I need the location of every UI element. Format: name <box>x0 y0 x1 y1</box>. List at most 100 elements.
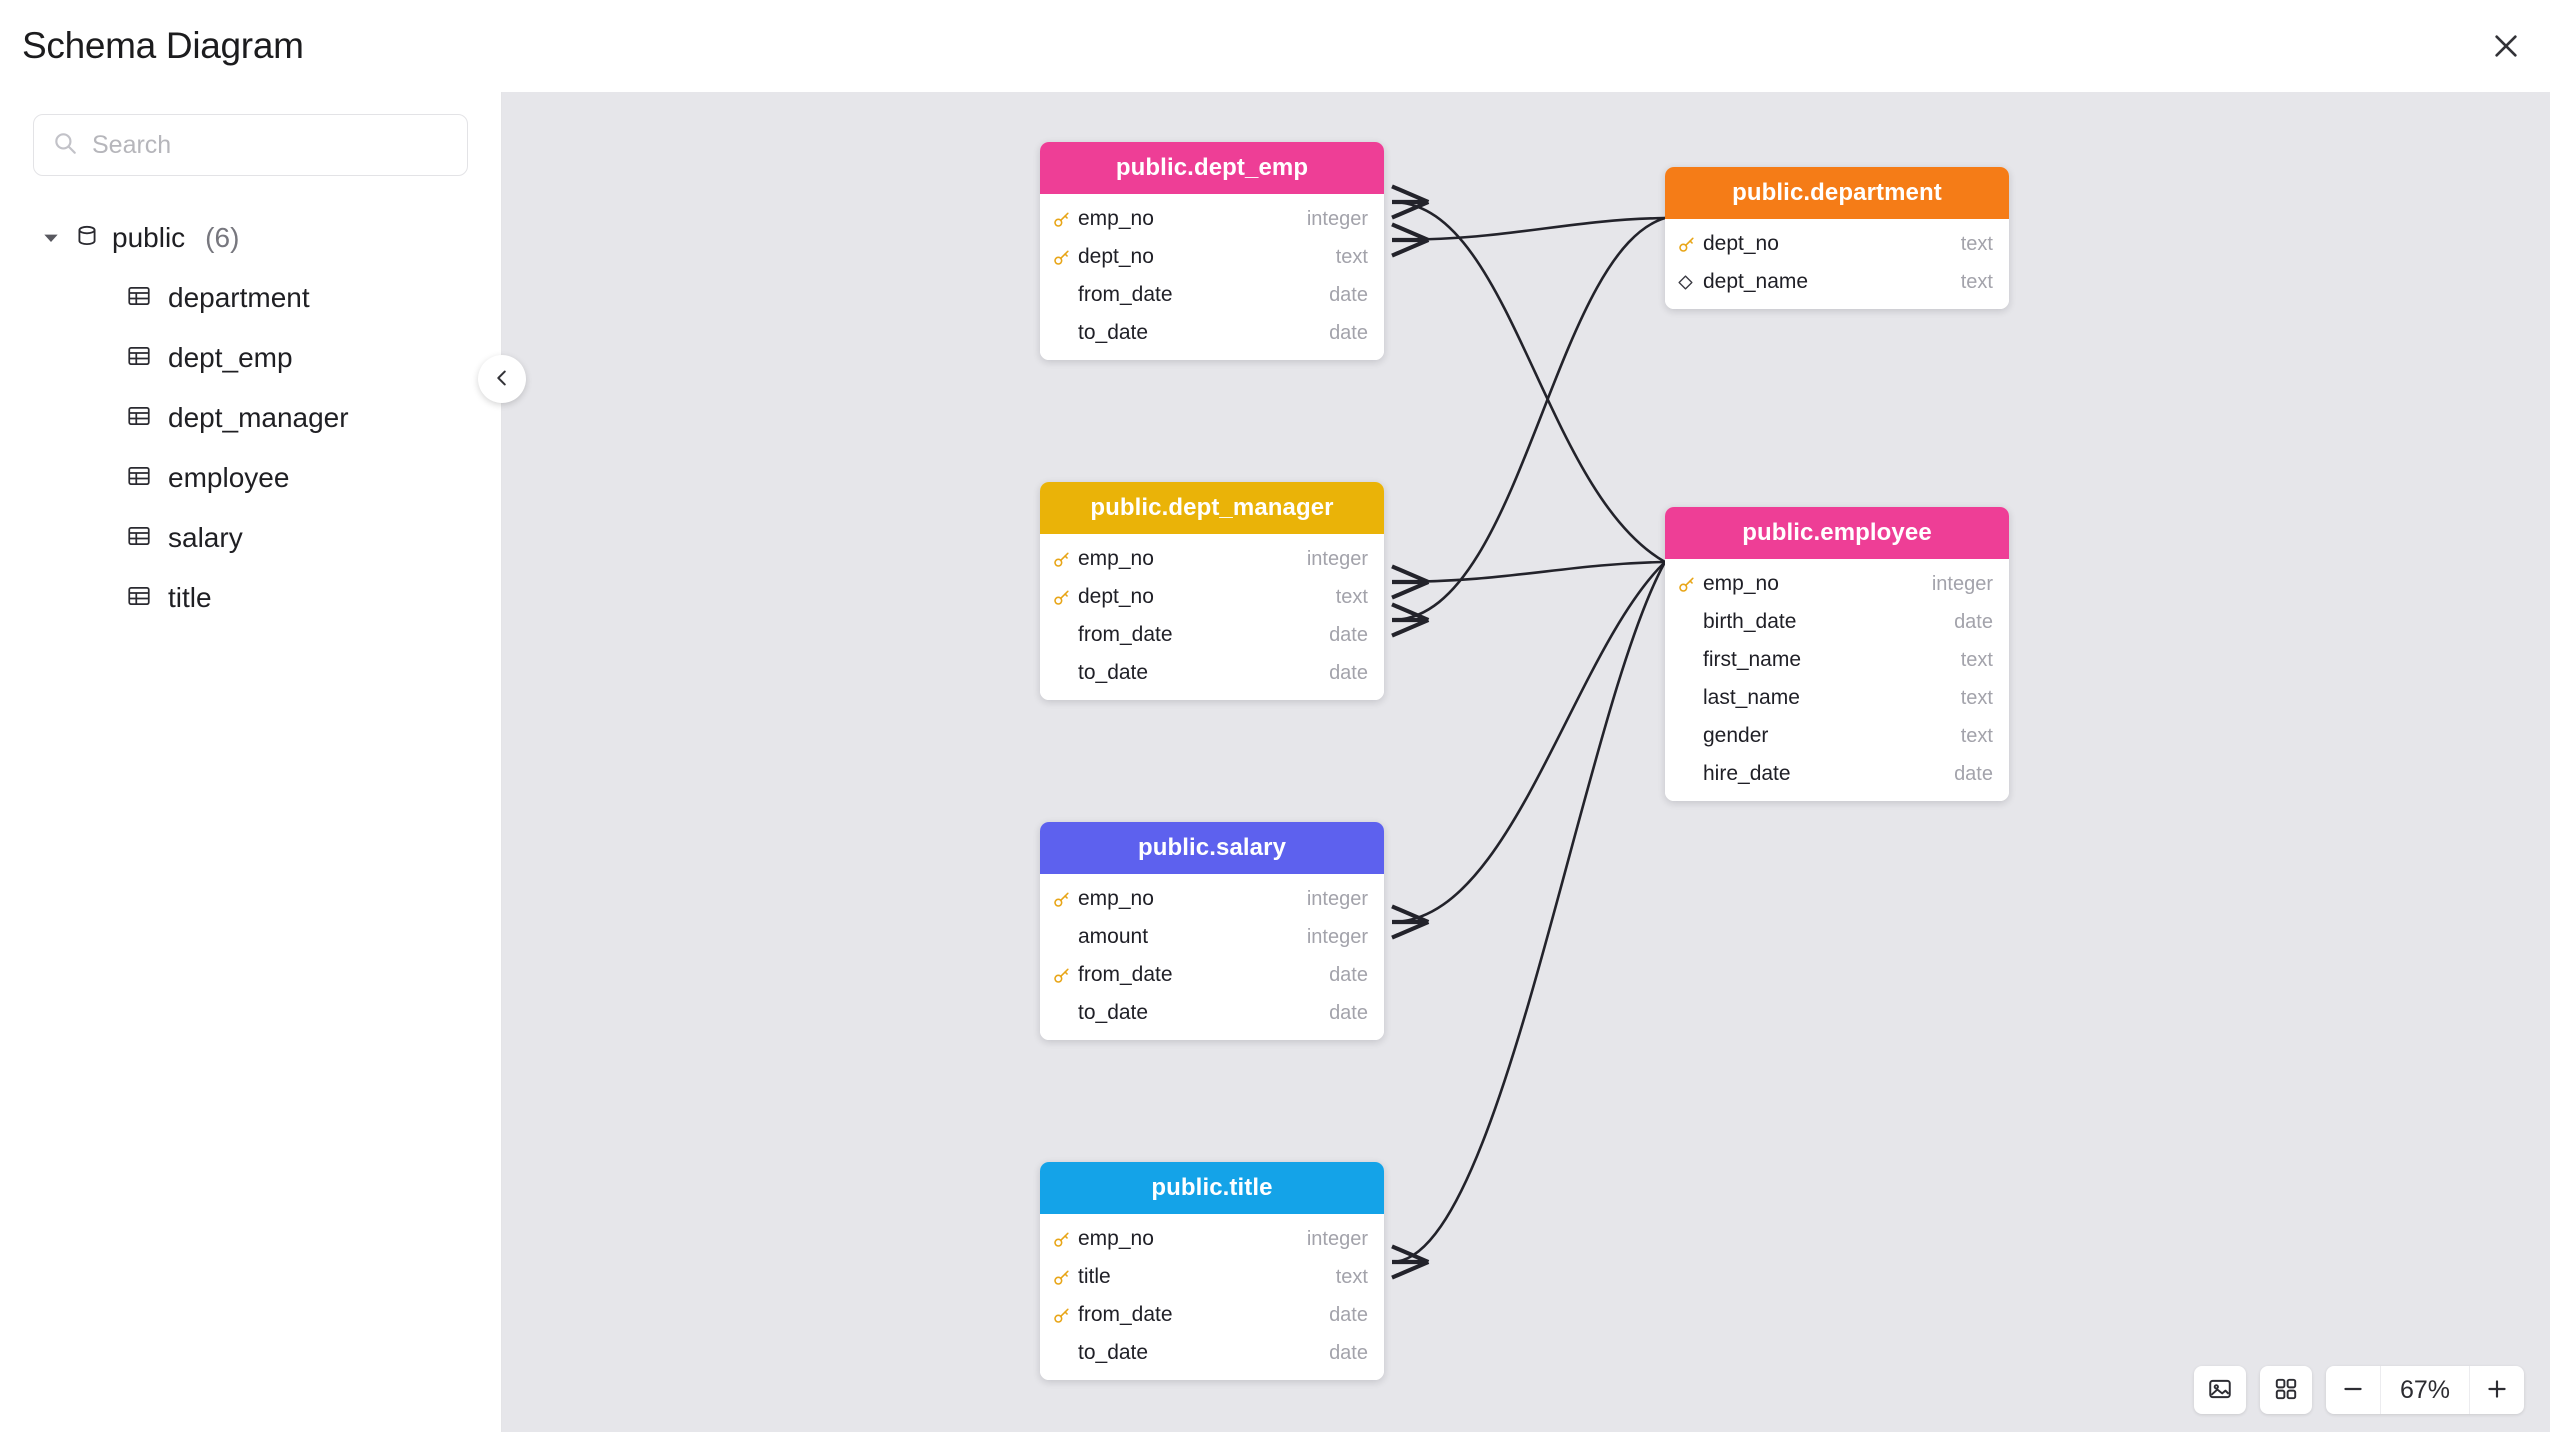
column-row[interactable]: to_date date <box>1040 1334 1384 1372</box>
column-name: dept_name <box>1703 270 1809 293</box>
column-type: date <box>1329 1341 1368 1364</box>
column-row[interactable]: title text <box>1040 1258 1384 1296</box>
column-row[interactable]: emp_no integer <box>1665 565 2009 603</box>
table-node-header[interactable]: public.dept_emp <box>1040 142 1384 194</box>
schema-table-count: (6) <box>205 222 240 253</box>
column-row[interactable]: amount integer <box>1040 918 1384 956</box>
table-node-dept_manager[interactable]: public.dept_manager emp_no integer dept_… <box>1040 482 1384 700</box>
collapse-sidebar-button[interactable] <box>478 355 526 403</box>
key-icon <box>1052 210 1078 229</box>
column-row[interactable]: from_date date <box>1040 956 1384 994</box>
search-container <box>0 114 501 176</box>
sidebar: public (6) department dept_emp dept_mana… <box>0 92 502 1432</box>
zoom-level-label[interactable]: 67% <box>2380 1366 2470 1414</box>
sidebar-item-department[interactable]: department <box>0 268 501 328</box>
column-type: text <box>1960 232 1993 255</box>
column-name: to_date <box>1078 1341 1149 1364</box>
column-row[interactable]: last_name text <box>1665 679 2009 717</box>
table-node-employee[interactable]: public.employee emp_no integer birth_dat… <box>1665 507 2009 801</box>
table-node-header[interactable]: public.employee <box>1665 507 2009 559</box>
table-node-title: public.dept_manager <box>1090 494 1334 521</box>
zoom-in-button[interactable] <box>2470 1366 2524 1414</box>
column-row[interactable]: first_name text <box>1665 641 2009 679</box>
column-row[interactable]: dept_no text <box>1040 578 1384 616</box>
column-type: integer <box>1931 572 1993 595</box>
table-node-columns: emp_no integer title text from_date date… <box>1040 1214 1384 1380</box>
sidebar-item-salary[interactable]: salary <box>0 508 501 568</box>
column-name: from_date <box>1078 283 1173 306</box>
column-name: emp_no <box>1703 572 1779 595</box>
column-type: date <box>1954 610 1993 633</box>
column-type: date <box>1329 321 1368 344</box>
sidebar-item-label: employee <box>168 462 290 493</box>
table-node-title: public.salary <box>1137 834 1287 861</box>
column-row[interactable]: emp_no integer <box>1040 880 1384 918</box>
column-type: date <box>1329 1001 1368 1024</box>
caret-down-icon[interactable] <box>40 230 62 246</box>
table-node-header[interactable]: public.dept_manager <box>1040 482 1384 534</box>
column-row[interactable]: hire_date date <box>1665 755 2009 793</box>
search-input[interactable] <box>92 130 449 160</box>
column-row[interactable]: to_date date <box>1040 654 1384 692</box>
zoom-control-group: 67% <box>2326 1366 2524 1414</box>
table-icon <box>126 463 152 494</box>
column-row[interactable]: birth_date date <box>1665 603 2009 641</box>
key-icon <box>1052 588 1078 607</box>
column-name: first_name <box>1703 648 1802 671</box>
column-name: title <box>1078 1265 1111 1288</box>
column-type: text <box>1960 686 1993 709</box>
column-row[interactable]: emp_no integer <box>1040 200 1384 238</box>
column-row[interactable]: from_date date <box>1040 1296 1384 1334</box>
export-image-button[interactable] <box>2194 1366 2246 1414</box>
table-node-department[interactable]: public.department dept_no text dept_name… <box>1665 167 2009 309</box>
sidebar-item-title[interactable]: title <box>0 568 501 628</box>
zoom-out-button[interactable] <box>2326 1366 2380 1414</box>
sidebar-item-dept_emp[interactable]: dept_emp <box>0 328 501 388</box>
auto-layout-button[interactable] <box>2260 1366 2312 1414</box>
table-node-salary[interactable]: public.salary emp_no integer amount inte… <box>1040 822 1384 1040</box>
column-name: from_date <box>1078 963 1173 986</box>
table-node-header[interactable]: public.salary <box>1040 822 1384 874</box>
sidebar-item-label: dept_manager <box>168 402 349 433</box>
grid-icon <box>2273 1376 2299 1405</box>
sidebar-item-label: title <box>168 582 212 613</box>
column-type: text <box>1960 724 1993 747</box>
column-row[interactable]: dept_no text <box>1040 238 1384 276</box>
column-type: date <box>1329 661 1368 684</box>
column-row[interactable]: to_date date <box>1040 994 1384 1032</box>
column-row[interactable]: emp_no integer <box>1040 540 1384 578</box>
tree-node-public[interactable]: public (6) <box>0 208 501 268</box>
sidebar-item-employee[interactable]: employee <box>0 448 501 508</box>
minus-icon <box>2340 1376 2366 1405</box>
column-type: date <box>1329 623 1368 646</box>
table-node-title[interactable]: public.title emp_no integer title text f… <box>1040 1162 1384 1380</box>
plus-icon <box>2484 1376 2510 1405</box>
column-name: dept_no <box>1078 585 1154 608</box>
column-row[interactable]: gender text <box>1665 717 2009 755</box>
sidebar-item-label: salary <box>168 522 243 553</box>
column-row[interactable]: from_date date <box>1040 276 1384 314</box>
column-row[interactable]: emp_no integer <box>1040 1220 1384 1258</box>
table-icon <box>126 343 152 374</box>
search-box[interactable] <box>33 114 468 176</box>
sidebar-item-dept_manager[interactable]: dept_manager <box>0 388 501 448</box>
column-row[interactable]: to_date date <box>1040 314 1384 352</box>
schema-tree: public (6) department dept_emp dept_mana… <box>0 208 501 628</box>
column-name: dept_no <box>1703 232 1779 255</box>
diagram-canvas[interactable]: public.dept_emp emp_no integer dept_no t… <box>502 92 2550 1432</box>
column-type: integer <box>1306 207 1368 230</box>
column-name: from_date <box>1078 623 1173 646</box>
canvas-toolbar: 67% <box>2194 1366 2524 1414</box>
column-row[interactable]: dept_name text <box>1665 263 2009 301</box>
column-row[interactable]: dept_no text <box>1665 225 2009 263</box>
page-title: Schema Diagram <box>22 25 304 66</box>
column-row[interactable]: from_date date <box>1040 616 1384 654</box>
key-icon <box>1052 550 1078 569</box>
table-node-dept_emp[interactable]: public.dept_emp emp_no integer dept_no t… <box>1040 142 1384 360</box>
close-button[interactable] <box>2480 20 2532 72</box>
key-icon <box>1677 575 1703 594</box>
table-icon <box>126 523 152 554</box>
table-node-header[interactable]: public.department <box>1665 167 2009 219</box>
image-icon <box>2207 1376 2233 1405</box>
table-node-header[interactable]: public.title <box>1040 1162 1384 1214</box>
